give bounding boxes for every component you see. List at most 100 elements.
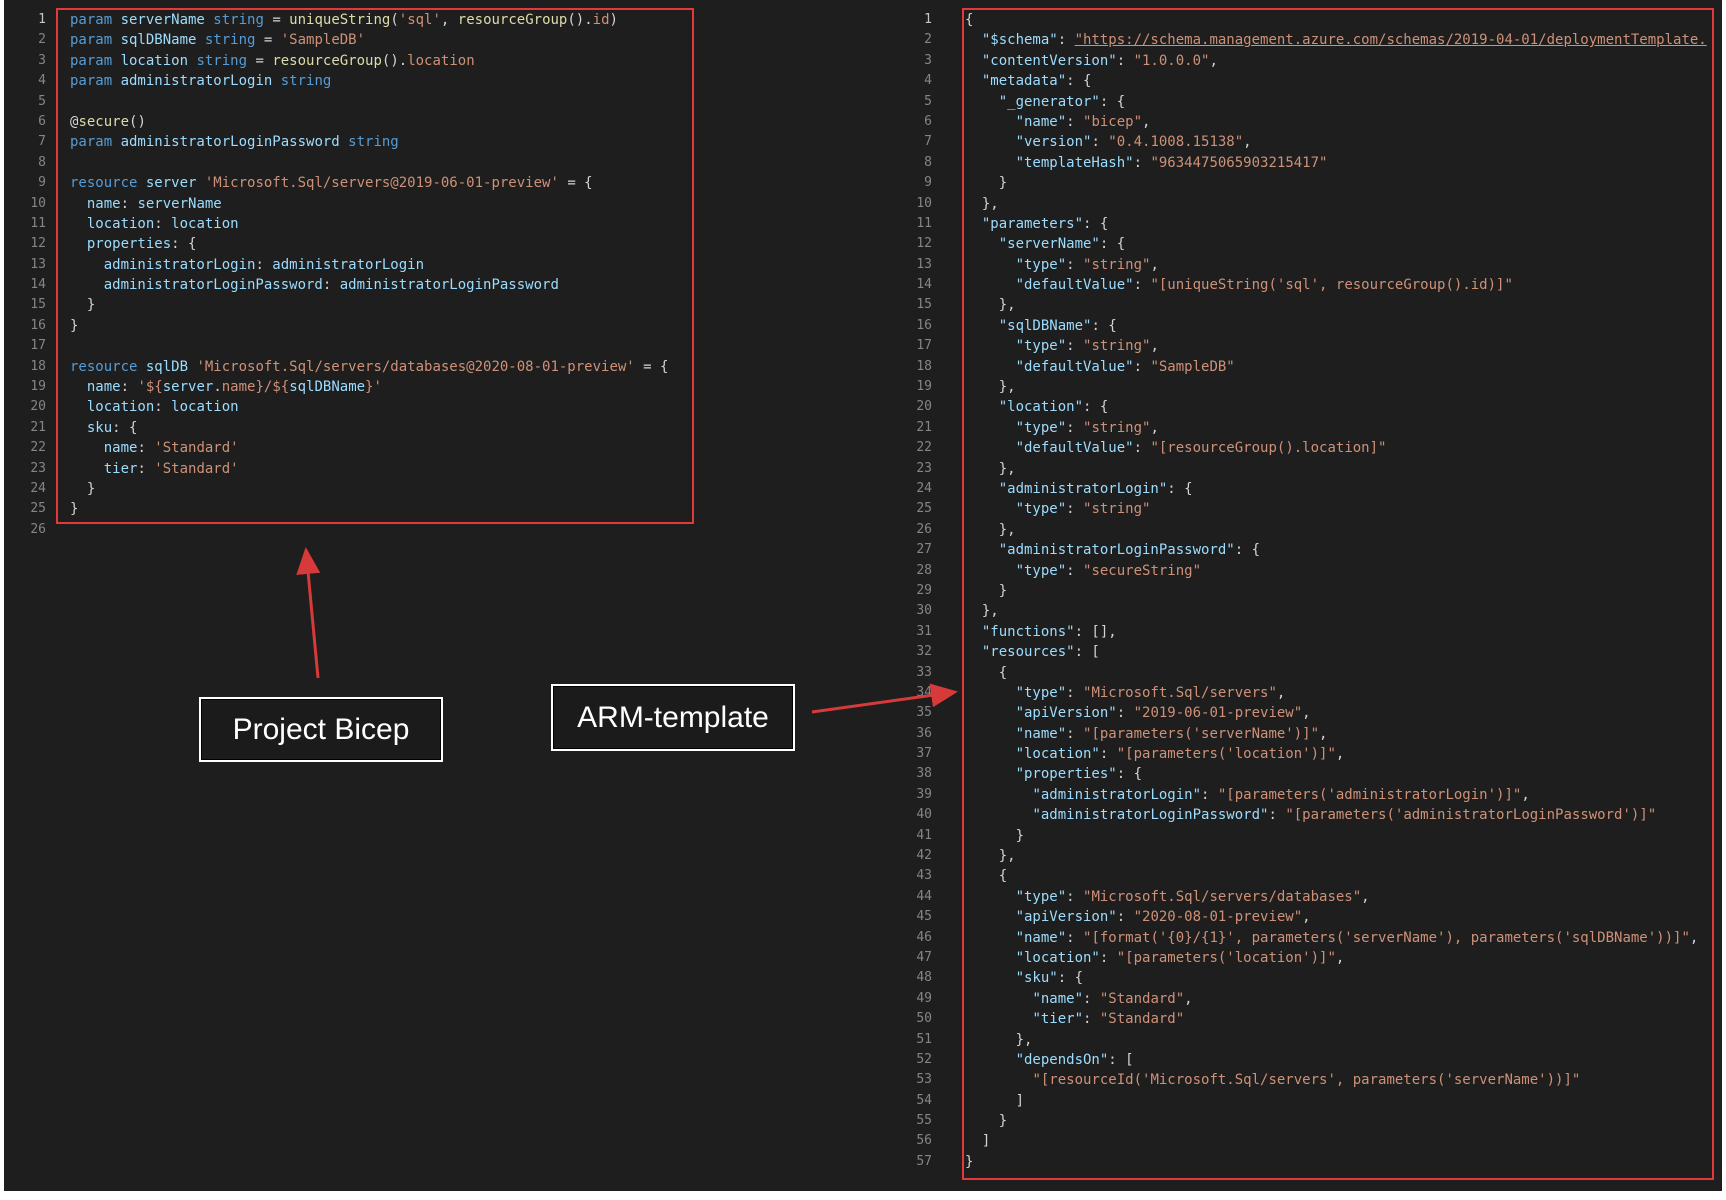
code-line[interactable]: 28 "type": "secureString" (880, 561, 1722, 581)
code-line[interactable]: 15 }, (880, 295, 1722, 315)
line-number: 39 (916, 786, 932, 802)
code-line[interactable]: 13 "type": "string", (880, 255, 1722, 275)
code-line[interactable]: 11 "parameters": { (880, 214, 1722, 234)
code-line[interactable]: 15 } (4, 295, 880, 315)
line-number: 52 (916, 1051, 932, 1067)
code-line[interactable]: 51 }, (880, 1030, 1722, 1050)
code-line[interactable]: 29 } (880, 581, 1722, 601)
code-line[interactable]: 11 location: location (4, 214, 880, 234)
code-line[interactable]: 41 } (880, 826, 1722, 846)
code-line[interactable]: 14 "defaultValue": "[uniqueString('sql',… (880, 275, 1722, 295)
code-token: location (120, 52, 197, 69)
code-line[interactable]: 33 { (880, 663, 1722, 683)
code-line[interactable]: 39 "administratorLogin": "[parameters('a… (880, 785, 1722, 805)
code-token: } (965, 175, 1008, 192)
code-line[interactable]: 9 } (880, 173, 1722, 193)
code-token: : (255, 256, 273, 273)
code-line[interactable]: 24 } (4, 479, 880, 499)
code-line[interactable]: 1{ (880, 10, 1722, 30)
code-line[interactable]: 20 location: location (4, 397, 880, 417)
code-line[interactable]: 14 administratorLoginPassword: administr… (4, 275, 880, 295)
code-line[interactable]: 42 }, (880, 846, 1722, 866)
code-line[interactable]: 45 "apiVersion": "2020-08-01-preview", (880, 907, 1722, 927)
code-line[interactable]: 54 ] (880, 1091, 1722, 1111)
code-line[interactable]: 4 "metadata": { (880, 71, 1722, 91)
code-line[interactable]: 34 "type": "Microsoft.Sql/servers", (880, 683, 1722, 703)
code-line[interactable]: 40 "administratorLoginPassword": "[param… (880, 805, 1722, 825)
code-line[interactable]: 22 name: 'Standard' (4, 438, 880, 458)
code-token: "SampleDB" (1150, 358, 1235, 375)
code-token: 'SampleDB' (280, 32, 366, 49)
code-line[interactable]: 25 "type": "string" (880, 499, 1722, 519)
code-token: administratorLoginPassword (339, 277, 559, 294)
code-line[interactable]: 8 "templateHash": "9634475065903215417" (880, 153, 1722, 173)
code-token: "[uniqueString('sql', resourceGroup().id… (1150, 277, 1513, 294)
code-line[interactable]: 26 }, (880, 520, 1722, 540)
code-line[interactable]: 20 "location": { (880, 397, 1722, 417)
code-line[interactable]: 12 "serverName": { (880, 234, 1722, 254)
code-line[interactable]: 46 "name": "[format('{0}/{1}', parameter… (880, 928, 1722, 948)
code-line[interactable]: 21 "type": "string", (880, 418, 1722, 438)
code-line[interactable]: 52 "dependsOn": [ (880, 1050, 1722, 1070)
code-token: }, (965, 521, 1016, 538)
code-line[interactable]: 43 { (880, 866, 1722, 886)
code-line[interactable]: 21 sku: { (4, 418, 880, 438)
code-line[interactable]: 48 "sku": { (880, 968, 1722, 988)
line-text: "defaultValue": "SampleDB" (965, 357, 1235, 377)
code-line[interactable]: 19 }, (880, 377, 1722, 397)
code-line[interactable]: 50 "tier": "Standard" (880, 1009, 1722, 1029)
code-line[interactable]: 44 "type": "Microsoft.Sql/servers/databa… (880, 887, 1722, 907)
code-line[interactable]: 22 "defaultValue": "[resourceGroup().loc… (880, 438, 1722, 458)
code-line[interactable]: 37 "location": "[parameters('location')]… (880, 744, 1722, 764)
code-line[interactable]: 23 }, (880, 459, 1722, 479)
code-line[interactable]: 7 "version": "0.4.1008.15138", (880, 132, 1722, 152)
line-number: 6 (38, 113, 46, 129)
code-line[interactable]: 17 "type": "string", (880, 336, 1722, 356)
code-line[interactable]: 30 }, (880, 601, 1722, 621)
code-line[interactable]: 5 (4, 92, 880, 112)
code-line[interactable]: 32 "resources": [ (880, 642, 1722, 662)
code-line[interactable]: 19 name: '${server.name}/${sqlDBName}' (4, 377, 880, 397)
code-line[interactable]: 55 } (880, 1111, 1722, 1131)
code-line[interactable]: 35 "apiVersion": "2019-06-01-preview", (880, 703, 1722, 723)
code-line[interactable]: 6 "name": "bicep", (880, 112, 1722, 132)
code-line[interactable]: 18 "defaultValue": "SampleDB" (880, 357, 1722, 377)
code-token: '${ (137, 379, 163, 396)
code-line[interactable]: 36 "name": "[parameters('serverName')]", (880, 724, 1722, 744)
code-line[interactable]: 16 "sqlDBName": { (880, 316, 1722, 336)
code-line[interactable]: 5 "_generator": { (880, 92, 1722, 112)
code-line[interactable]: 31 "functions": [], (880, 622, 1722, 642)
code-line[interactable]: 10 name: serverName (4, 194, 880, 214)
code-line[interactable]: 47 "location": "[parameters('location')]… (880, 948, 1722, 968)
code-line[interactable]: 2 "$schema": "https://schema.management.… (880, 30, 1722, 50)
code-line[interactable]: 38 "properties": { (880, 764, 1722, 784)
code-line[interactable]: 24 "administratorLogin": { (880, 479, 1722, 499)
code-line[interactable]: 17 (4, 336, 880, 356)
code-line[interactable]: 10 }, (880, 194, 1722, 214)
code-line[interactable]: 57} (880, 1152, 1722, 1172)
code-line[interactable]: 3 "contentVersion": "1.0.0.0", (880, 51, 1722, 71)
code-line[interactable]: 23 tier: 'Standard' (4, 459, 880, 479)
code-line[interactable]: 27 "administratorLoginPassword": { (880, 540, 1722, 560)
code-line[interactable]: 26 (4, 520, 880, 540)
code-line[interactable]: 25} (4, 499, 880, 519)
arm-editor-pane[interactable]: 1{2 "$schema": "https://schema.managemen… (880, 0, 1722, 1191)
code-line[interactable]: 16} (4, 316, 880, 336)
code-token: { (965, 868, 1008, 885)
code-line[interactable]: 56 ] (880, 1131, 1722, 1151)
code-line[interactable]: 6@secure() (4, 112, 880, 132)
line-text: "[resourceId('Microsoft.Sql/servers', pa… (965, 1070, 1580, 1090)
code-line[interactable]: 8 (4, 153, 880, 173)
code-line[interactable]: 49 "name": "Standard", (880, 989, 1722, 1009)
code-line[interactable]: 53 "[resourceId('Microsoft.Sql/servers',… (880, 1070, 1722, 1090)
code-line[interactable]: 13 administratorLogin: administratorLogi… (4, 255, 880, 275)
code-line[interactable]: 12 properties: { (4, 234, 880, 254)
